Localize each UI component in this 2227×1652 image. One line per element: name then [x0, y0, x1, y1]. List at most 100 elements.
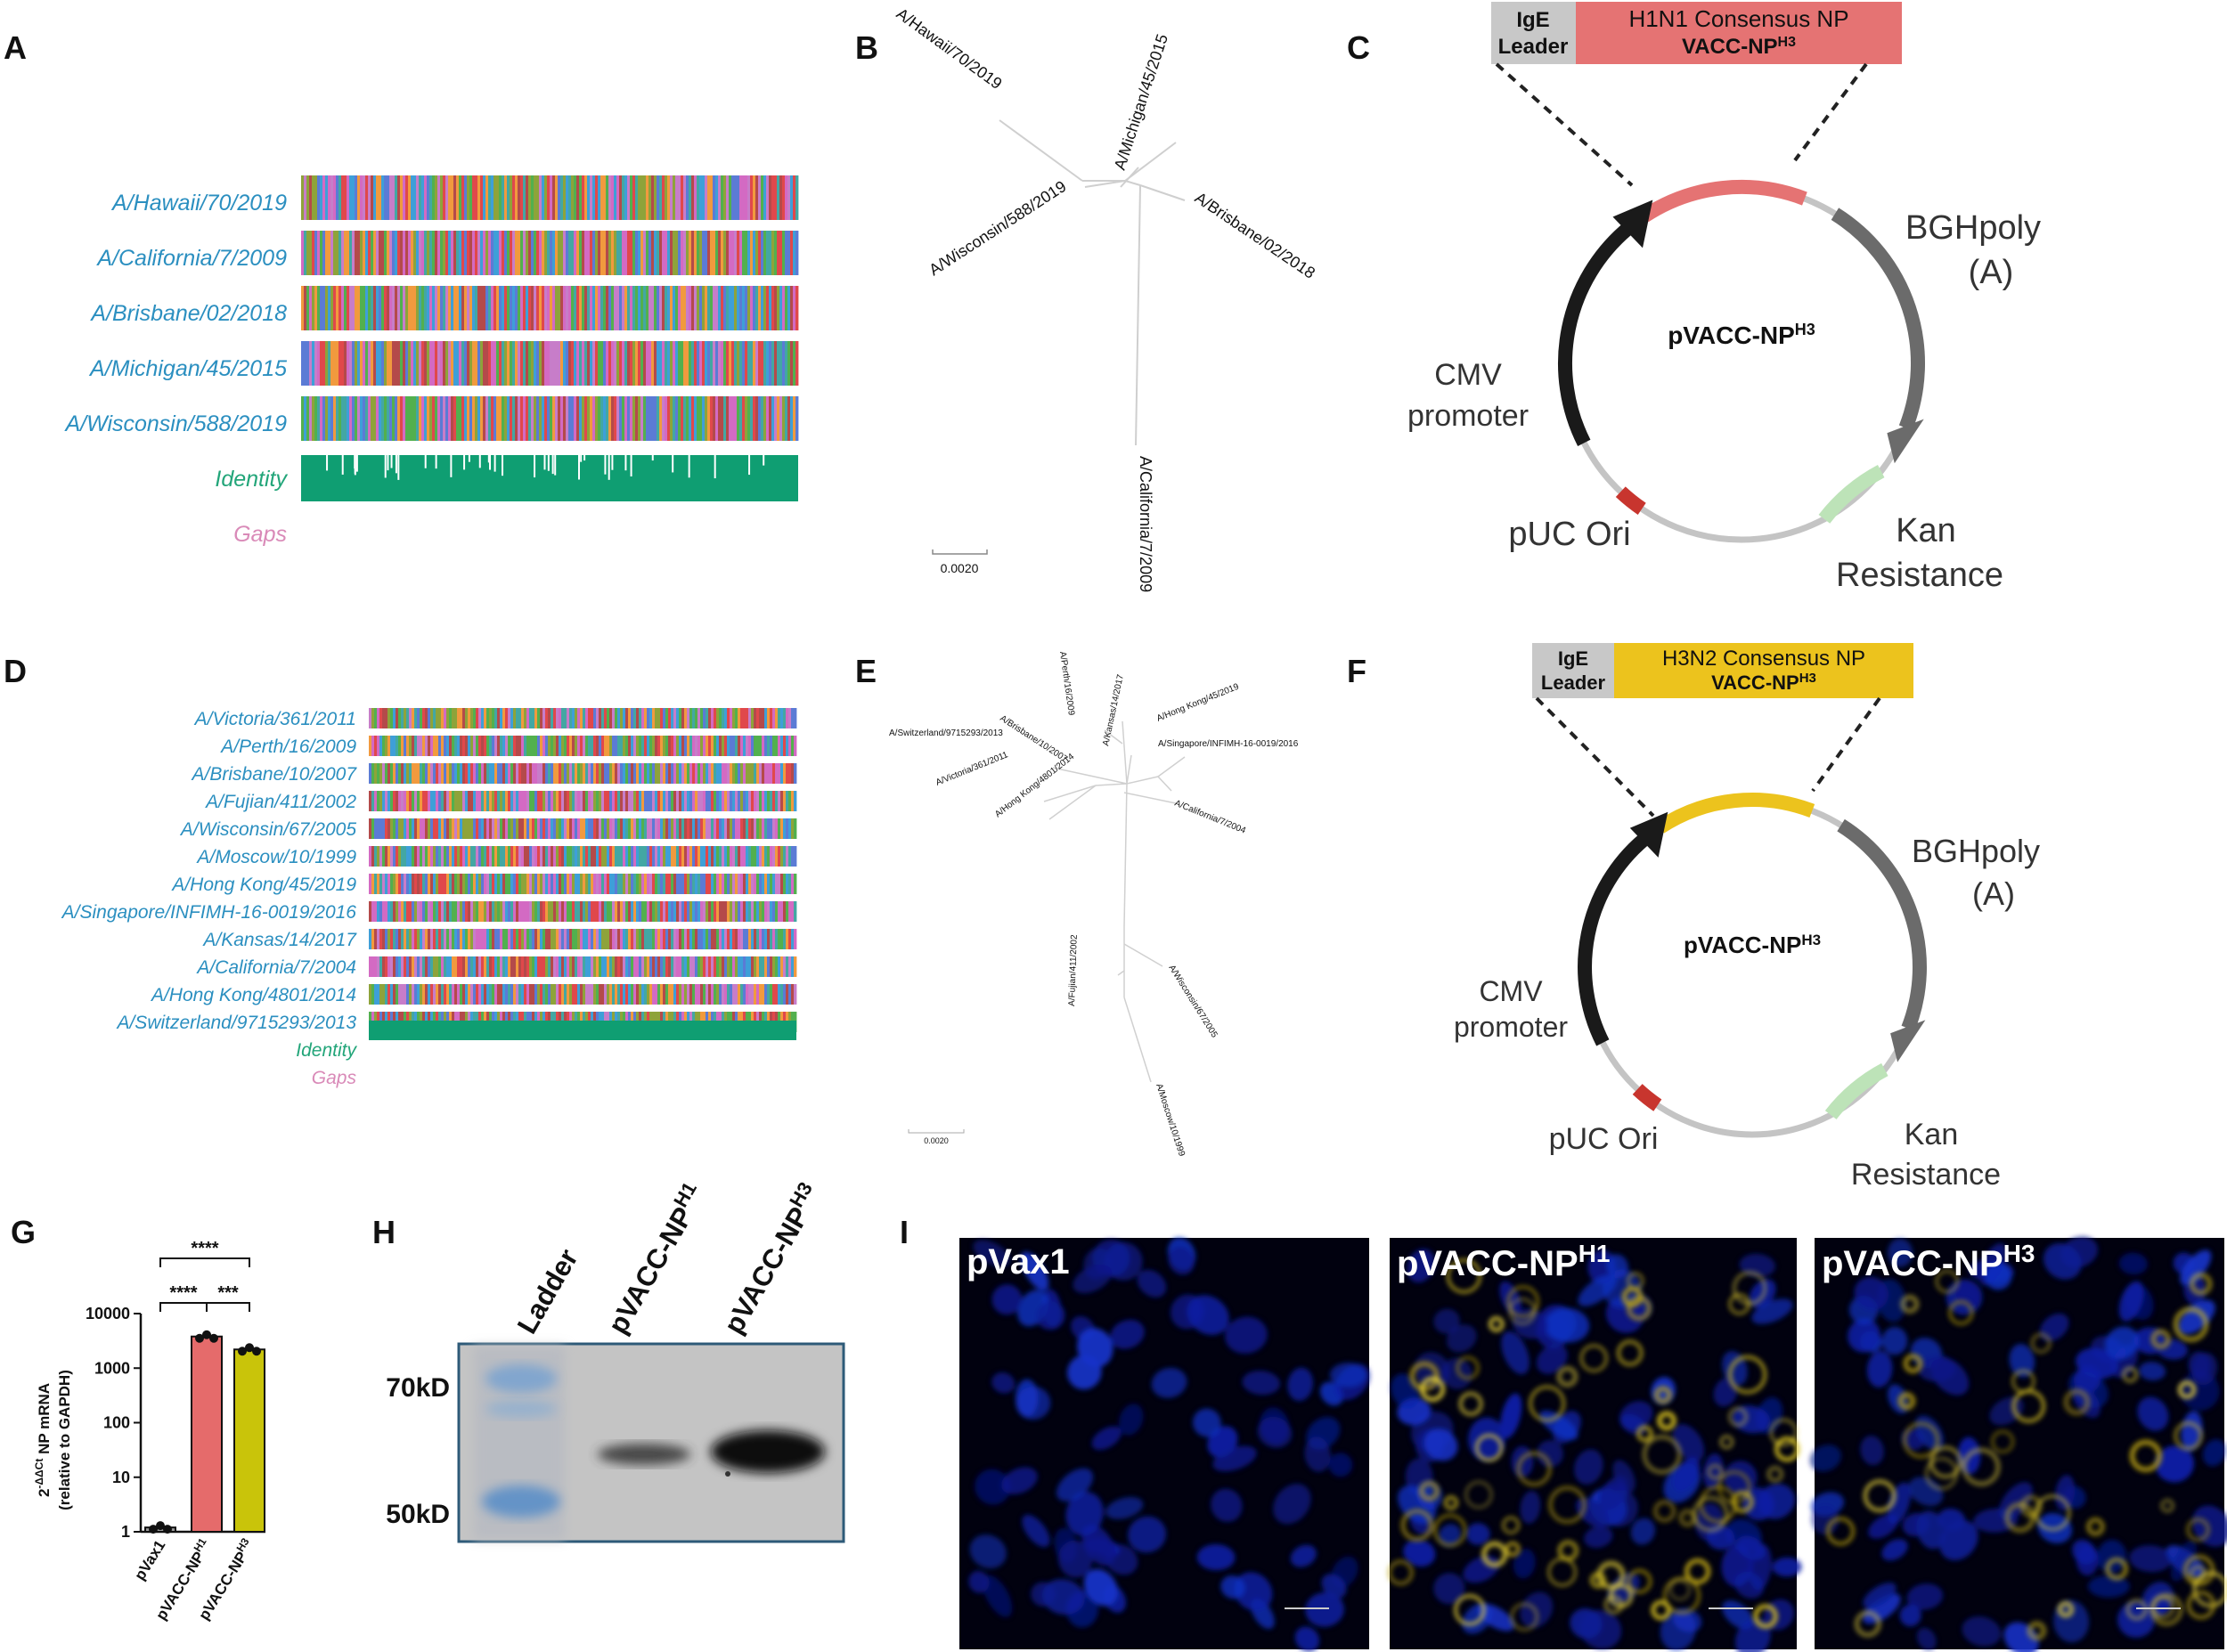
alignment-a-residue	[552, 341, 556, 386]
alignment-a-residue	[779, 175, 783, 220]
np-h3-np-signal	[2151, 1596, 2174, 1619]
alignment-d-residue	[583, 929, 586, 949]
alignment-d-residue	[644, 736, 648, 756]
alignment-a-residue	[574, 341, 577, 386]
alignment-a-residue	[745, 396, 748, 441]
alignment-d-residue	[425, 846, 428, 867]
alignment-d-residue	[529, 901, 533, 922]
alignment-a-residue	[592, 175, 596, 220]
alignment-a-residue	[459, 175, 462, 220]
alignment-a-residue	[686, 175, 689, 220]
np-h1-nucleus	[1736, 1535, 1766, 1560]
seq-label-d-7: A/Hong Kong/45/2019	[170, 875, 356, 895]
alignment-d-residue	[371, 736, 375, 756]
alignment-a-residue	[665, 231, 668, 275]
alignment-d-residue	[452, 818, 455, 839]
alignment-d-residue	[770, 763, 773, 784]
alignment-d-residue	[623, 929, 626, 949]
alignment-d-residue	[617, 901, 621, 922]
alignment-d-residue	[746, 791, 749, 811]
alignment-a-residue	[499, 231, 502, 275]
alignment-d-residue	[671, 818, 674, 839]
alignment-d-residue	[689, 901, 693, 922]
alignment-a-residue	[333, 286, 337, 330]
np-h3-nucleus	[1888, 1238, 1913, 1267]
tree-tip-e-2: A/Kansas/14/2017	[1101, 673, 1126, 747]
alignment-d-residue	[500, 929, 503, 949]
alignment-a-residue	[737, 175, 740, 220]
alignment-d-residue	[788, 901, 792, 922]
alignment-d-residue	[481, 929, 485, 949]
alignment-d-residue	[534, 763, 538, 784]
alignment-d-residue	[764, 984, 768, 1005]
alignment-d-residue	[767, 791, 771, 811]
alignment-d-residue	[473, 901, 477, 922]
alignment-d-residue	[492, 763, 495, 784]
alignment-d-residue	[748, 956, 752, 977]
alignment-d-residue	[612, 874, 616, 894]
alignment-d-residue	[457, 984, 461, 1005]
alignment-d-residue	[425, 763, 428, 784]
alignment-d-residue	[379, 901, 383, 922]
alignment-d-residue	[794, 791, 797, 811]
alignment-d-residue	[494, 791, 498, 811]
alignment-d-residue	[756, 956, 760, 977]
alignment-d-residue	[542, 929, 546, 949]
alignment-d-residue	[561, 956, 565, 977]
alignment-d-residue	[783, 984, 787, 1005]
alignment-d-residue	[572, 874, 575, 894]
alignment-a-residue	[699, 175, 703, 220]
alignment-d-residue	[604, 708, 608, 728]
alignment-a-residue	[745, 286, 748, 330]
alignment-a-residue	[472, 231, 476, 275]
alignment-d-residue	[647, 708, 650, 728]
alignment-d-residue	[714, 956, 717, 977]
alignment-a-residue	[512, 341, 516, 386]
alignment-d-residue	[625, 874, 629, 894]
alignment-a-residue	[365, 175, 369, 220]
alignment-a-residue	[590, 175, 593, 220]
alignment-d-residue	[652, 763, 656, 784]
alignment-d-residue	[676, 984, 680, 1005]
alignment-a-residue	[560, 175, 564, 220]
alignment-d-residue	[652, 818, 656, 839]
alignment-d-residue	[740, 956, 744, 977]
alignment-a-residue	[632, 286, 636, 330]
panel-label-d: D	[4, 653, 27, 689]
alignment-d-residue	[668, 818, 672, 839]
alignment-d-residue	[738, 956, 741, 977]
alignment-a-residue	[405, 286, 409, 330]
alignment-a-residue	[766, 286, 770, 330]
alignment-a-residue	[520, 341, 524, 386]
alignment-d-residue	[489, 874, 493, 894]
alignment-a-residue	[632, 396, 636, 441]
alignment-d-residue	[452, 708, 455, 728]
alignment-a-residue	[411, 286, 414, 330]
alignment-a-residue	[483, 175, 486, 220]
alignment-d-residue	[791, 818, 795, 839]
alignment-d-residue	[559, 846, 562, 867]
alignment-d-residue	[740, 736, 744, 756]
alignment-d-residue	[569, 791, 573, 811]
alignment-a-residue	[622, 175, 625, 220]
alignment-d-residue	[478, 736, 482, 756]
alignment-d-residue	[385, 791, 388, 811]
alignment-d-residue	[444, 791, 447, 811]
alignment-a-residue	[435, 175, 438, 220]
alignment-a-residue	[314, 175, 318, 220]
alignment-d-residue	[521, 791, 525, 811]
alignment-d-residue	[529, 846, 533, 867]
pvax1-nucleus	[1304, 1436, 1331, 1472]
alignment-d-residue	[551, 984, 554, 1005]
alignment-a-residue	[574, 175, 577, 220]
alignment-d-residue	[516, 791, 519, 811]
alignment-a-residue	[689, 396, 692, 441]
alignment-a-residue	[729, 396, 732, 441]
alignment-d-residue	[652, 901, 656, 922]
alignment-a-residue	[304, 341, 307, 386]
alignment-d-residue	[631, 846, 634, 867]
alignment-d-residue	[631, 763, 634, 784]
alignment-d-residue	[481, 791, 485, 811]
alignment-d-residue	[476, 708, 479, 728]
alignment-a-residue	[598, 231, 601, 275]
